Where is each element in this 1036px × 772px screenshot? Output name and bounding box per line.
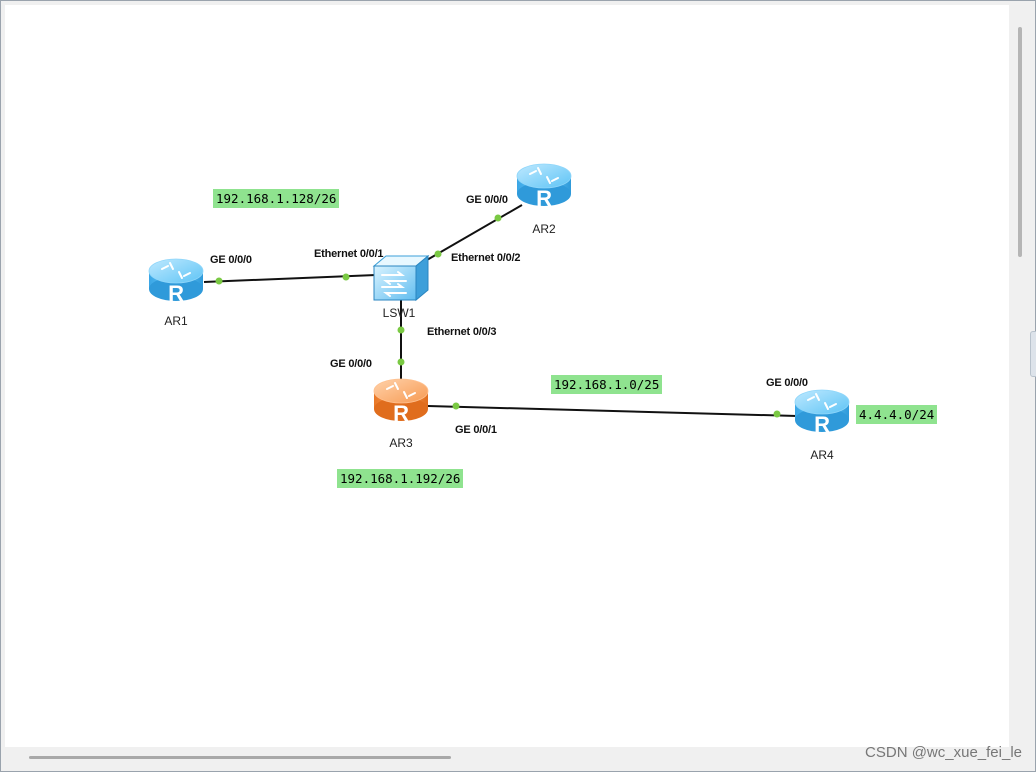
router-glyph: R <box>168 281 184 306</box>
port-dot-ar2[interactable] <box>494 214 502 222</box>
router-arrows-icon <box>386 382 416 399</box>
network-label-loop-4[interactable]: 4.4.4.0/24 <box>856 405 938 424</box>
router-arrows-icon <box>807 393 837 410</box>
device-label-lsw1: LSW1 <box>383 306 416 320</box>
port-dot-ar3-ge0[interactable] <box>397 358 405 366</box>
router-ar4[interactable]: R <box>794 389 850 437</box>
network-label-lan-0[interactable]: 192.168.1.0/25 <box>551 375 663 394</box>
port-dot-ar1[interactable] <box>215 277 223 285</box>
device-label-ar4: AR4 <box>810 448 834 462</box>
interface-label-ar2-ge000: GE 0/0/0 <box>466 194 508 206</box>
interface-label-lsw1-eth003: Ethernet 0/0/3 <box>427 326 496 338</box>
topology-canvas[interactable] <box>5 5 1009 747</box>
device-label-ar1: AR1 <box>164 314 188 328</box>
router-arrows-icon <box>529 167 559 184</box>
router-glyph: R <box>814 412 830 437</box>
link-dots <box>215 214 781 418</box>
horizontal-scrollbar[interactable] <box>5 749 1009 767</box>
port-dot-lsw1-eth3[interactable] <box>397 326 405 334</box>
switch-lsw1[interactable] <box>372 254 430 302</box>
side-panel-toggle[interactable] <box>1030 331 1036 377</box>
device-label-ar2: AR2 <box>532 222 556 236</box>
router-glyph: R <box>536 186 552 211</box>
vertical-scrollbar[interactable] <box>1011 5 1036 747</box>
interface-label-lsw1-eth002: Ethernet 0/0/2 <box>451 252 520 264</box>
interface-label-ar3-ge000: GE 0/0/0 <box>330 358 372 370</box>
interface-label-ar4-ge000: GE 0/0/0 <box>766 377 808 389</box>
watermark-text: CSDN @wc_xue_fei_le <box>865 744 1022 761</box>
links <box>203 204 798 417</box>
router-arrows-icon <box>161 262 191 279</box>
interface-label-ar3-ge001: GE 0/0/1 <box>455 424 497 436</box>
link-ar1-lsw1[interactable] <box>203 274 377 283</box>
router-ar3[interactable]: R <box>373 378 429 426</box>
network-label-lan-128[interactable]: 192.168.1.128/26 <box>213 189 340 208</box>
port-dot-ar3-ge1[interactable] <box>452 402 460 410</box>
port-dot-ar4[interactable] <box>773 410 781 418</box>
interface-label-lsw1-eth001: Ethernet 0/0/1 <box>314 248 383 260</box>
router-ar1[interactable]: R <box>148 258 204 306</box>
interface-label-ar1-ge000: GE 0/0/0 <box>210 254 252 266</box>
port-dot-lsw1-eth1[interactable] <box>342 273 350 281</box>
network-label-lan-192[interactable]: 192.168.1.192/26 <box>337 469 464 488</box>
port-dot-lsw1-eth2[interactable] <box>434 250 442 258</box>
switch-arrows-icon <box>381 271 407 297</box>
vertical-scroll-thumb[interactable] <box>1018 27 1022 257</box>
horizontal-scroll-thumb[interactable] <box>29 756 451 759</box>
link-ar3-ar4[interactable] <box>427 405 798 417</box>
router-glyph: R <box>393 401 409 426</box>
device-label-ar3: AR3 <box>389 436 413 450</box>
router-ar2[interactable]: R <box>516 163 572 211</box>
